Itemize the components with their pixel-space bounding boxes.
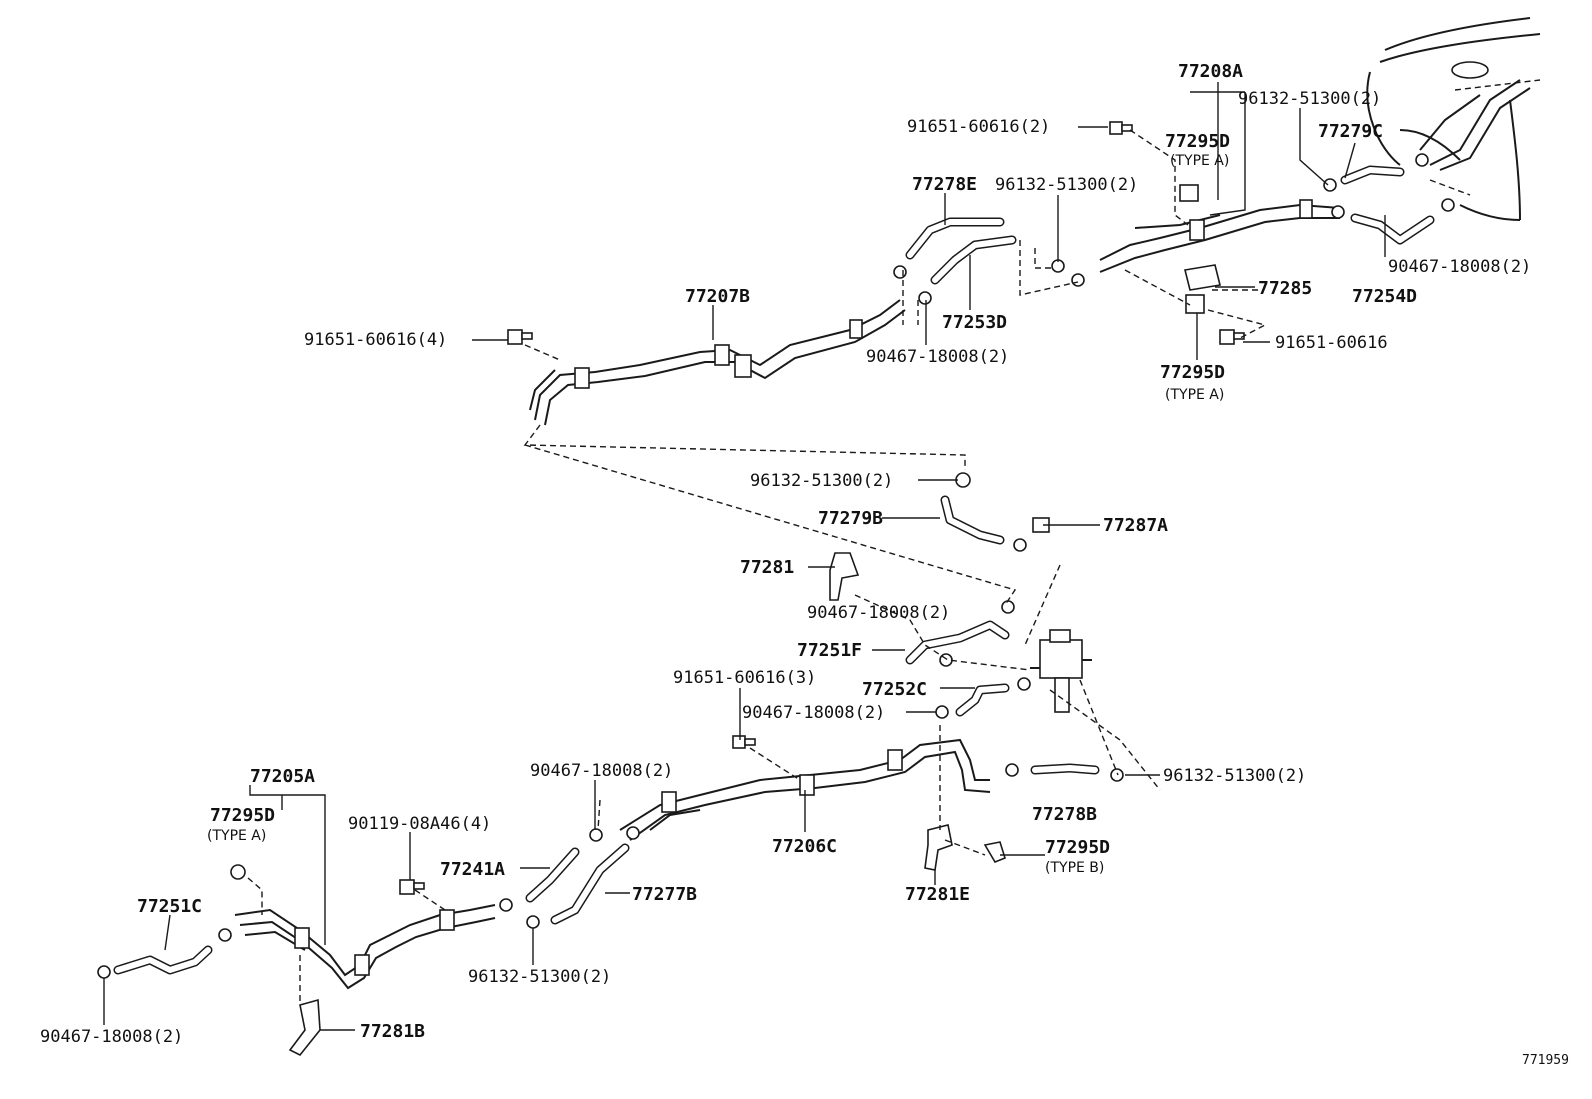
label-77205A: 77205A	[250, 766, 315, 787]
tube-assembly-77206C	[619, 738, 991, 841]
label-77251C: 77251C	[137, 896, 202, 917]
label-77295D-b: 77295D	[1045, 837, 1110, 858]
label-77281B: 77281B	[360, 1021, 425, 1042]
label-77295D-b-type: (TYPE B)	[1045, 860, 1104, 876]
label-91651-60616-4: 91651-60616(4)	[304, 330, 447, 350]
label-90467-18008-c: 90467-18008(2)	[807, 603, 950, 623]
valve-assembly	[1030, 629, 1092, 713]
label-77279B: 77279B	[818, 508, 883, 529]
label-77241A: 77241A	[440, 859, 505, 880]
label-91651-60616-3: 91651-60616(3)	[673, 668, 816, 688]
label-77277B: 77277B	[632, 884, 697, 905]
label-77278E: 77278E	[912, 174, 977, 195]
label-77208A: 77208A	[1178, 61, 1243, 82]
label-90467-18008-bl: 90467-18008(2)	[40, 1027, 183, 1047]
label-96132-51300-rb: 96132-51300(2)	[1163, 766, 1306, 786]
tube-assembly-77208A	[1099, 79, 1531, 273]
label-77295D-mid: 77295D	[1160, 362, 1225, 383]
label-77278B: 77278B	[1032, 804, 1097, 825]
hoses	[113, 165, 1435, 975]
figure-number: 771959	[1522, 1053, 1569, 1068]
label-91651-60616-top: 91651-60616(2)	[907, 117, 1050, 137]
label-77295D-l: 77295D	[210, 805, 275, 826]
tube-assembly-77207B	[529, 299, 906, 426]
label-90467-18008-l: 90467-18008(2)	[530, 761, 673, 781]
fuel-tank-outline	[1366, 17, 1541, 221]
label-90119-08A46: 90119-08A46(4)	[348, 814, 491, 834]
label-77295D-l-type: (TYPE A)	[207, 828, 266, 844]
part-labels: 77208A 96132-51300(2) 91651-60616(2) 772…	[40, 61, 1569, 1068]
label-77206C: 77206C	[772, 836, 837, 857]
label-77279C: 77279C	[1318, 121, 1383, 142]
label-90467-18008-c2: 90467-18008(2)	[742, 703, 885, 723]
label-96132-51300-top: 96132-51300(2)	[995, 175, 1138, 195]
label-77251F: 77251F	[797, 640, 862, 661]
label-96132-51300-tr: 96132-51300(2)	[1238, 89, 1381, 109]
label-77287A: 77287A	[1103, 515, 1168, 536]
label-77281E: 77281E	[905, 884, 970, 905]
label-96132-51300-c: 96132-51300(2)	[750, 471, 893, 491]
label-96132-51300-b: 96132-51300(2)	[468, 967, 611, 987]
tube-assembly-77205A	[234, 904, 496, 990]
label-77281: 77281	[740, 557, 794, 578]
label-77295D-top-type: (TYPE A)	[1170, 153, 1229, 169]
leader-lines	[103, 82, 1386, 1031]
clips	[97, 121, 1455, 1057]
label-77254D: 77254D	[1352, 286, 1417, 307]
dashed-guides	[247, 129, 1471, 1005]
label-77295D-mid-type: (TYPE A)	[1165, 387, 1224, 403]
label-77207B: 77207B	[685, 286, 750, 307]
label-77253D: 77253D	[942, 312, 1007, 333]
label-91651-60616-r: 91651-60616	[1275, 333, 1388, 353]
label-77295D-top: 77295D	[1165, 131, 1230, 152]
label-77285: 77285	[1258, 278, 1312, 299]
label-77252C: 77252C	[862, 679, 927, 700]
label-90467-18008-mid: 90467-18008(2)	[866, 347, 1009, 367]
label-90467-18008-r: 90467-18008(2)	[1388, 257, 1531, 277]
